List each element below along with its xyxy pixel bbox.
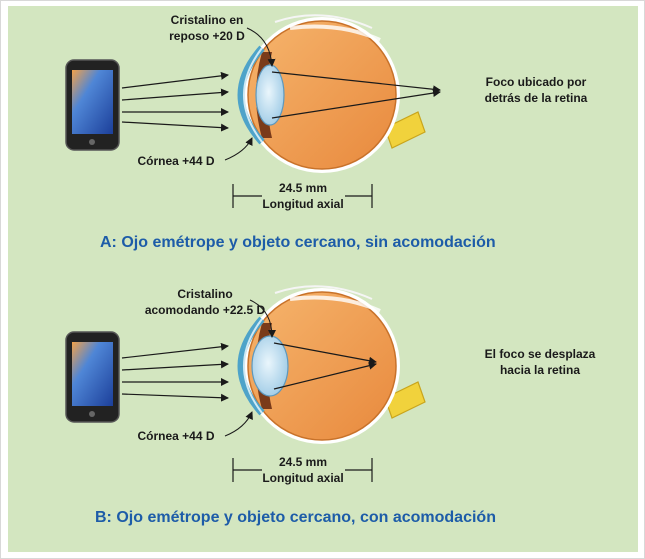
cornea-label: Córnea +44 D [137, 429, 214, 443]
lens-label-line2: reposo +20 D [169, 29, 245, 43]
light-rays [121, 71, 229, 132]
axial-length-label: Longitud axial [262, 197, 343, 211]
phone-icon [65, 59, 120, 151]
panel-a: Cristalino en reposo +20 D Foco ubicado … [65, 13, 588, 251]
focus-label-line1: Foco ubicado por [486, 75, 587, 89]
focus-label-line2: detrás de la retina [485, 91, 588, 105]
light-rays [121, 342, 229, 402]
cornea-pointer [224, 137, 253, 161]
lens-label-line2: acomodando +22.5 D [145, 303, 266, 317]
eyeball [237, 285, 426, 444]
axial-length-value: 24.5 mm [279, 455, 327, 469]
cornea-label: Córnea +44 D [137, 154, 214, 168]
caption-b: B: Ojo emétrope y objeto cercano, con ac… [95, 509, 496, 526]
optic-nerve [384, 381, 426, 419]
axial-length-label: Longitud axial [262, 471, 343, 485]
internal-rays [273, 342, 377, 390]
focus-label-line2: hacia la retina [500, 363, 580, 377]
caption-a: A: Ojo emétrope y objeto cercano, sin ac… [100, 234, 496, 251]
eyeball [237, 14, 426, 173]
lens-pointer [246, 27, 276, 67]
crystalline-lens [255, 64, 285, 126]
optic-nerve [384, 111, 426, 149]
phone-icon [65, 331, 120, 423]
focus-label-line1: El foco se desplaza [485, 347, 596, 361]
lens-pointer [249, 299, 276, 338]
cornea-pointer [224, 411, 253, 437]
lens-label-line1: Cristalino [177, 287, 232, 301]
axial-length-bracket [232, 184, 373, 208]
lens-label-line1: Cristalino en [171, 13, 244, 27]
axial-length-bracket [232, 458, 373, 482]
internal-rays [271, 71, 441, 119]
axial-length-value: 24.5 mm [279, 181, 327, 195]
panel-b: Cristalino acomodando +22.5 D El foco se… [65, 285, 596, 526]
